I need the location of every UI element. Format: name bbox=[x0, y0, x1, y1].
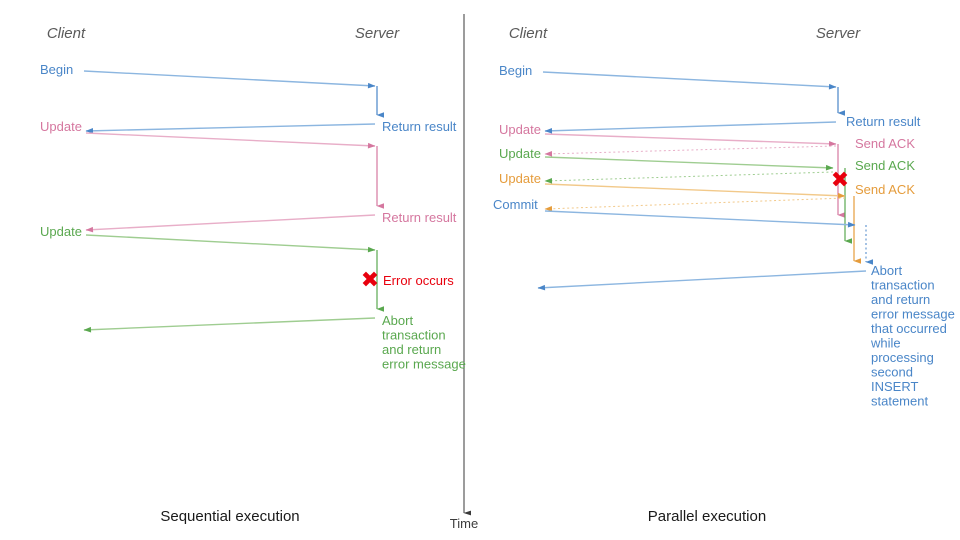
message-label-par-ack-1: Send ACK bbox=[855, 136, 915, 151]
message-label-par-update-1: Update bbox=[499, 122, 541, 137]
time-axis-label: Time bbox=[450, 516, 478, 531]
message-label-seq-update-2: Update bbox=[40, 224, 82, 239]
message-arrow-par-commit bbox=[544, 210, 856, 228]
message-label-seq-begin: Begin bbox=[40, 62, 73, 77]
lane-header-client: Client bbox=[509, 25, 548, 42]
message-label-par-update-3: Update bbox=[499, 171, 541, 186]
message-label-seq-return-1: Return result bbox=[382, 119, 457, 134]
message-label-par-ack-3: Send ACK bbox=[855, 182, 915, 197]
error-x-icon: ✖ bbox=[361, 267, 379, 292]
message-label-par-return: Return result bbox=[846, 114, 921, 129]
panel-caption-sequential: Sequential execution bbox=[160, 508, 299, 525]
message-label-par-begin: Begin bbox=[499, 63, 532, 78]
message-arrow-par-ack-1 bbox=[544, 145, 837, 157]
message-arrow-seq-update-1 bbox=[85, 132, 376, 149]
time-axis-layer: Time bbox=[450, 483, 478, 531]
message-arrow-seq-return-1 bbox=[85, 123, 376, 134]
lane-header-server: Server bbox=[355, 25, 400, 42]
lane-header-server: Server bbox=[816, 25, 861, 42]
error-x-icon: ✖ bbox=[831, 167, 849, 192]
message-arrow-par-abort bbox=[537, 270, 867, 291]
message-arrow-par-update-1 bbox=[544, 133, 837, 147]
panel-caption-parallel: Parallel execution bbox=[648, 508, 766, 525]
message-label-par-update-2: Update bbox=[499, 146, 541, 161]
message-arrow-seq-abort bbox=[83, 317, 376, 333]
message-arrow-par-ack-3 bbox=[544, 197, 846, 212]
message-arrow-seq-return-2 bbox=[85, 214, 376, 233]
message-arrow-seq-update-2 bbox=[85, 234, 376, 253]
message-arrow-par-return bbox=[544, 121, 837, 134]
message-arrow-seq-begin bbox=[83, 70, 376, 89]
message-label-seq-return-2: Return result bbox=[382, 210, 457, 225]
message-arrow-par-update-3 bbox=[544, 183, 846, 199]
message-label-seq-update-1: Update bbox=[40, 119, 82, 134]
message-arrow-par-ack-2 bbox=[544, 171, 834, 184]
error-label: Error occurs bbox=[383, 273, 454, 288]
lane-header-client: Client bbox=[47, 25, 86, 42]
message-arrow-par-begin bbox=[542, 71, 837, 90]
message-arrow-par-update-2 bbox=[544, 156, 834, 171]
message-label-par-ack-2: Send ACK bbox=[855, 158, 915, 173]
message-label-par-commit: Commit bbox=[493, 197, 538, 212]
